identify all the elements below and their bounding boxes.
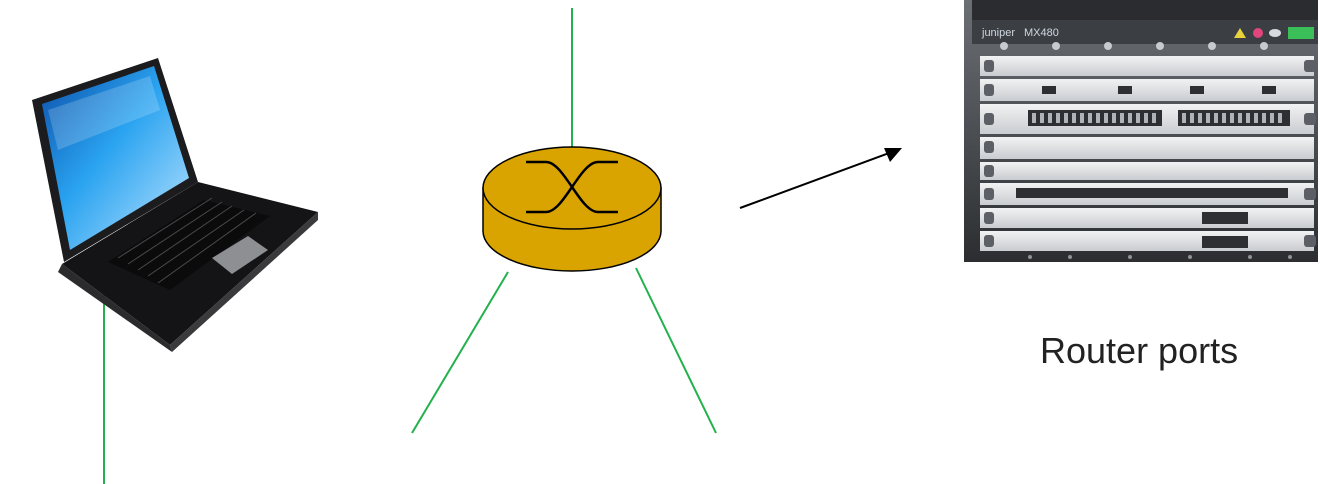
- arrow-icon: [739, 148, 902, 209]
- router-cross-arrows-icon: [526, 160, 618, 214]
- line-card-slots: [980, 56, 1314, 251]
- chassis-model-label: MX480: [1024, 27, 1059, 39]
- link-line-router-right: [635, 267, 717, 434]
- router-icon: [482, 146, 662, 272]
- laptop-icon: [32, 58, 318, 352]
- link-lines: [103, 8, 717, 484]
- router-chassis-image: juniper MX480: [964, 0, 1318, 262]
- router-ports-caption: Router ports: [1040, 330, 1239, 371]
- link-line-router-left: [411, 271, 509, 434]
- vendor-logo: juniper: [981, 27, 1015, 39]
